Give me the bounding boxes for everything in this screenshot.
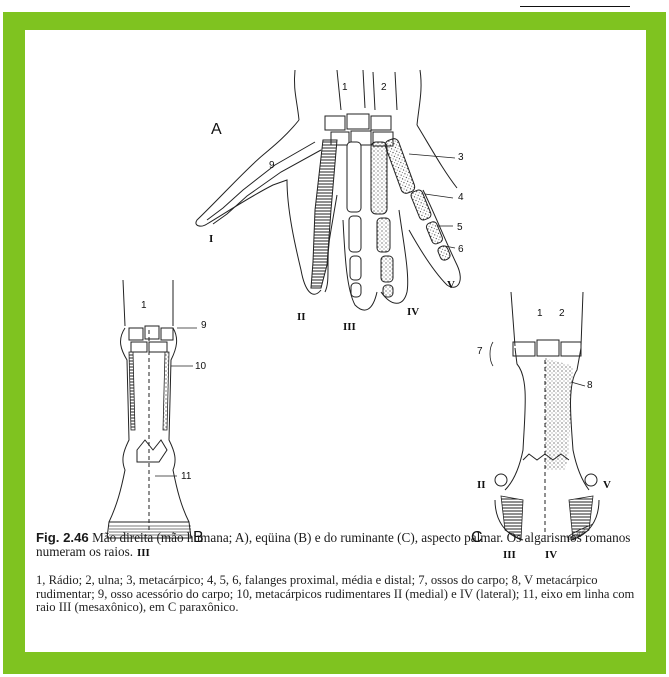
top-rule [520,6,630,7]
horse-rudimentary-iv [163,352,169,430]
hand-ray-ii: II [297,311,306,323]
hand-label-2: 2 [381,82,387,93]
ruminant-ray-ii: II [477,479,486,491]
ruminant-stipple [545,358,573,470]
caption-fig-label: Fig. 2.46 [36,530,89,545]
ruminant-ray-v: V [603,479,611,491]
panel-label-a: A [211,121,222,138]
ray-iv-bone [371,142,393,297]
hand-label-5: 5 [457,222,463,233]
hand-label-1: 1 [342,82,348,93]
hand-ray-iv: IV [407,306,419,318]
ray-iii-bone [347,142,361,297]
ruminant-label-8: 8 [587,380,593,391]
hand-label-4: 4 [458,192,464,203]
hand-ray-iii: III [343,321,356,333]
horse-label-1: 1 [141,300,147,311]
caption-text: Mão direita (mão humana; A), eqüina (B) … [36,530,630,559]
horse-rudimentary-ii [129,352,135,430]
hand-label-3: 3 [458,152,464,163]
ray-ii-bone [311,140,337,288]
ruminant-label-7: 7 [477,346,483,357]
ray-v-bone [384,137,451,261]
hand-ray-i: I [209,233,213,245]
hand-label-6: 6 [458,244,464,255]
horse-limb-drawing [107,280,191,538]
hand-label-9: 9 [269,160,275,171]
figure-caption: Fig. 2.46 Mão direita (mão humana; A), e… [36,531,636,559]
ruminant-label-1: 1 [537,308,543,319]
horse-label-10: 10 [195,361,207,372]
horse-label-11: 11 [181,471,192,482]
horse-leader-lines [155,328,197,476]
figure-legend: 1, Rádio; 2, ulna; 3, metacárpico; 4, 5,… [36,574,636,615]
hand-ray-v: V [447,279,455,291]
ruminant-label-2: 2 [559,308,565,319]
horse-label-9: 9 [201,320,207,331]
